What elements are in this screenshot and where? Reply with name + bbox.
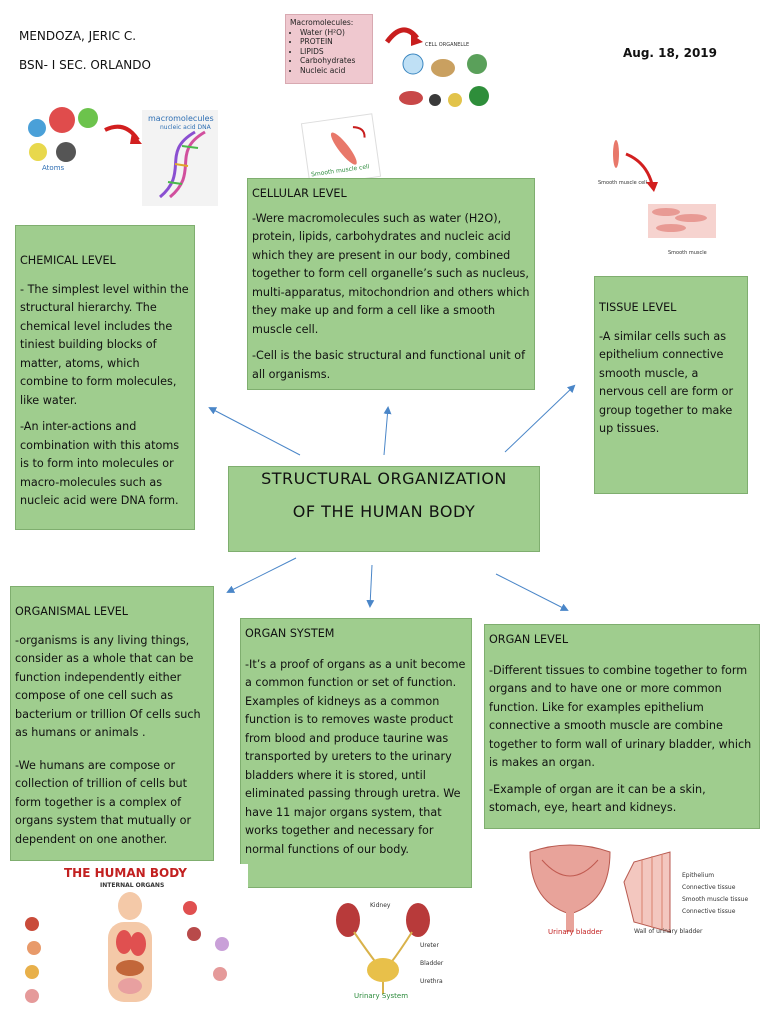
arrow-to-tissue: [504, 384, 576, 453]
wall-layer-label: Epithelium: [682, 872, 715, 879]
muscle-cell-icon: [330, 126, 366, 165]
author-name: MENDOZA, JERIC C.: [19, 29, 137, 43]
date-label: Aug. 18, 2019: [623, 46, 717, 60]
urinary-system-label: Urinary System: [354, 992, 409, 1000]
center-title-line1: STRUCTURAL ORGANIZATION: [261, 469, 507, 488]
arrow-to-chemical: [208, 407, 301, 456]
urinary-bladder-icon: [529, 844, 671, 933]
organ-system-box: ORGAN SYSTEM -It’s a proof of organs as …: [240, 618, 472, 888]
bladder-label: Bladder: [420, 960, 444, 967]
atoms-illustration: Atoms macromolecules nucleic acid DNA: [20, 102, 220, 207]
human-body-subtitle: INTERNAL ORGANS: [100, 882, 165, 889]
atoms-diagram-icon: [28, 107, 218, 206]
macro-item: Water (H²O): [300, 28, 368, 38]
wall-layer-label: Connective tissue: [682, 884, 736, 891]
organ-text-1: -Different tissues to combine together t…: [489, 663, 752, 770]
cellular-title: CELLULAR LEVEL: [252, 187, 347, 200]
tissue-title: TISSUE LEVEL: [599, 301, 677, 314]
kidney-label: Kidney: [370, 902, 391, 909]
chemical-title: CHEMICAL LEVEL: [20, 254, 116, 267]
macromolecules-note: Macromolecules: Water (H²O) PROTEIN LIPI…: [285, 14, 373, 84]
organ-system-title: ORGAN SYSTEM: [245, 627, 335, 640]
tissue-text-1: -A similar cells such as epithelium conn…: [599, 329, 734, 436]
section-label: BSN- I SEC. ORLANDO: [19, 58, 151, 72]
arrow-to-cellular: [383, 406, 392, 456]
arrow-to-organ-system: [366, 564, 375, 608]
urinary-system-icon: [336, 903, 430, 994]
macro-item: LIPIDS: [300, 47, 368, 57]
cellular-level-box: CELLULAR LEVEL -Were macromolecules such…: [247, 178, 535, 390]
cell-organelle-label: CELL ORGANELLE: [425, 42, 470, 48]
chemical-text-1: - The simplest level within the structur…: [20, 282, 189, 407]
macromolecules-label: macromolecules: [148, 114, 214, 123]
smooth-muscle-cell-small-label: Smooth muscle cell: [598, 180, 647, 186]
human-body-illustration: THE HUMAN BODY INTERNAL ORGANS: [12, 864, 248, 1022]
macro-item: Nucleic acid: [300, 66, 368, 76]
tissue-level-box: TISSUE LEVEL -A similar cells such as ep…: [594, 276, 748, 494]
human-body-title: THE HUMAN BODY: [64, 866, 187, 880]
smooth-muscle-icon: [613, 140, 716, 238]
cellular-text-2: -Cell is the basic structural and functi…: [252, 349, 526, 381]
cell-organelle-illustration: CELL ORGANELLE: [384, 20, 495, 120]
organismal-text-2: -We humans are compose or collection of …: [15, 758, 192, 846]
organismal-level-box: ORGANISMAL LEVEL -organisms is any livin…: [10, 586, 214, 861]
organismal-title: ORGANISMAL LEVEL: [15, 605, 129, 618]
cellular-text-1: -Were macromolecules such as water (H2O)…: [252, 211, 530, 336]
wall-layer-label: Connective tissue: [682, 908, 736, 915]
center-title-line2: OF THE HUMAN BODY: [292, 502, 476, 521]
urinary-bladder-illustration: Epithelium Connective tissue Smooth musc…: [522, 842, 756, 942]
organ-system-text-1: -It’s a proof of organs as a unit become…: [245, 657, 466, 856]
arrow-to-organismal: [226, 557, 297, 593]
urinary-system-illustration: Kidney Ureter Bladder Urethra Urinary Sy…: [322, 896, 450, 1004]
smooth-muscle-label: Smooth muscle: [668, 250, 707, 256]
chemical-level-box: CHEMICAL LEVEL - The simplest level with…: [15, 225, 195, 530]
macro-note-title: Macromolecules:: [290, 18, 354, 27]
organelle-icon: [384, 27, 489, 107]
organ-title: ORGAN LEVEL: [489, 633, 569, 646]
urinary-bladder-label: Urinary bladder: [548, 928, 603, 936]
organ-text-2: -Example of organ are it can be a skin, …: [489, 782, 706, 815]
arrow-to-organ: [495, 573, 569, 611]
ureter-label: Ureter: [420, 942, 439, 949]
organ-level-box: ORGAN LEVEL -Different tissues to combin…: [484, 624, 760, 829]
urethra-label: Urethra: [420, 978, 443, 985]
macro-item: Carbohydrates: [300, 56, 368, 66]
center-title-box: STRUCTURAL ORGANIZATION OF THE HUMAN BOD…: [228, 466, 540, 552]
macro-sub-label: nucleic acid DNA: [160, 124, 211, 131]
wall-label: Wall of urinary bladder: [634, 928, 703, 935]
macro-item: PROTEIN: [300, 37, 368, 47]
smooth-muscle-illustration: Smooth muscle cell Smooth muscle: [596, 132, 726, 257]
wall-layer-label: Smooth muscle tissue: [682, 896, 749, 903]
human-body-icon: [25, 892, 229, 1003]
chemical-text-2: -An inter-actions and combination with t…: [20, 420, 180, 507]
smooth-muscle-cell-card: Smooth muscle cell: [300, 113, 382, 187]
atoms-label: Atoms: [42, 164, 65, 172]
organismal-text-1: -organisms is any living things, conside…: [15, 633, 201, 740]
